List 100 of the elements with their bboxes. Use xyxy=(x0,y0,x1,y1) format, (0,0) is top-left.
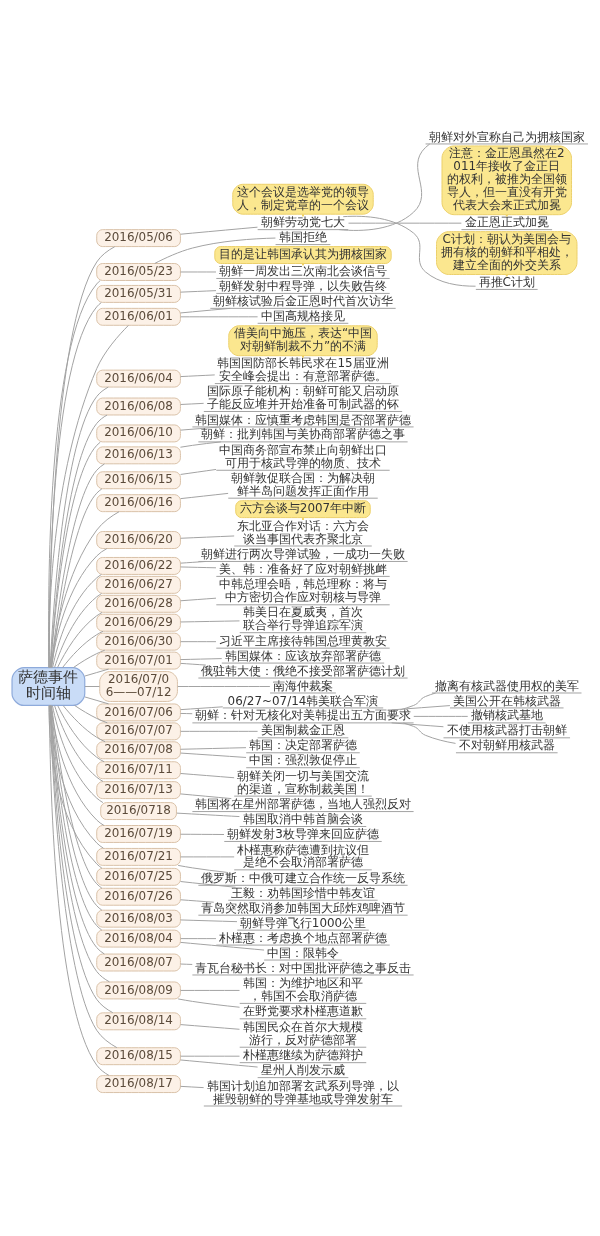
connector xyxy=(180,565,217,568)
node-box: 2016/07/11 xyxy=(96,760,181,779)
connector xyxy=(51,704,104,803)
node-box: 2016/07/26 xyxy=(96,887,181,906)
node-box: 2016/07/08 xyxy=(96,740,181,759)
node-box: 2016/06/16 xyxy=(96,493,181,512)
node-box: 六方会谈与2007年中断 xyxy=(235,499,371,518)
connector xyxy=(180,315,259,317)
connector xyxy=(180,619,240,622)
connector xyxy=(413,715,469,717)
node-box: 2016/07/06——07/12 xyxy=(99,670,178,702)
connector xyxy=(180,402,205,405)
node-text: 韩国计划追加部署玄武系列导弹，以摧毁朝鲜的导弹基地或导弹发射车 xyxy=(206,1078,399,1106)
node-box: 2016/06/30 xyxy=(96,632,181,651)
connector xyxy=(50,462,105,668)
node-text: 撤离有核武器使用权的美军 xyxy=(434,678,579,693)
connector xyxy=(391,704,451,710)
connector xyxy=(50,510,120,668)
node-text: 中韩总理会晤，韩总理称：将与中方密切合作应对朝核与导弹 xyxy=(218,576,387,604)
node-text: 朝鲜关闭一切与美国交流的渠道，宣称制裁美国！ xyxy=(236,768,369,796)
node-box: 2016/07/06 xyxy=(96,702,181,721)
node-box: 2016/06/20 xyxy=(96,530,181,549)
node-text: 韩国国防部长韩民求在15届亚洲安全峰会提出：有意部署萨德。 xyxy=(217,355,389,383)
node-box: 2016/07/07 xyxy=(96,721,181,740)
connector xyxy=(180,705,224,710)
node-box: 2016/06/28 xyxy=(96,594,181,613)
node-text: 美国制裁金正恩 xyxy=(260,722,345,737)
node-box: 2016/07/01 xyxy=(96,651,181,670)
node-text: 韩国：决定部署萨德 xyxy=(248,737,357,752)
connector xyxy=(48,704,103,869)
node-box: 2016/08/03 xyxy=(96,909,181,928)
node-text: 不使用核武器打击朝鲜 xyxy=(446,722,567,737)
connector xyxy=(180,1085,205,1088)
node-text: 朝鲜发射中程导弹，以失败告终 xyxy=(218,278,387,293)
node-text: 朝鲜：批判韩国与美协商部署萨德之事 xyxy=(200,426,405,441)
node-text: 朝鲜劳动党七大 xyxy=(260,214,345,229)
connector xyxy=(180,1023,240,1030)
node-box: 2016/08/17 xyxy=(96,1074,181,1093)
node-box: 2016/05/06 xyxy=(96,228,181,247)
node-text: 朝鲜进行两次导弹试验，一成功一失败 xyxy=(200,546,405,561)
connector xyxy=(51,487,103,668)
connector xyxy=(49,704,110,982)
connector xyxy=(180,937,217,939)
connector xyxy=(50,704,105,826)
connector xyxy=(180,271,217,272)
node-text: 韩国：为维护地区和平，韩国不会取消萨德 xyxy=(242,975,363,1003)
connector xyxy=(180,730,259,732)
node-text: 朝鲜敦促联合国：为解决朝鲜半岛问题发挥正面作用 xyxy=(230,470,375,498)
connector xyxy=(180,425,221,431)
node-text: 撤销核武基地 xyxy=(470,707,543,722)
connector xyxy=(180,468,217,475)
connector xyxy=(84,668,110,677)
node-box: 2016/0718 xyxy=(100,801,177,820)
connector xyxy=(180,989,240,991)
connector xyxy=(180,534,235,539)
connector xyxy=(180,492,229,499)
connector xyxy=(180,1055,240,1057)
node-box: 2016/07/21 xyxy=(96,847,181,866)
connector xyxy=(62,630,104,668)
node-text: 朝鲜一周发出三次南北会谈信号 xyxy=(218,263,387,278)
node-text: 再推C计划 xyxy=(478,274,535,289)
connector xyxy=(179,440,222,448)
node-text: 中国商务部宣布禁止向朝鲜出口可用于核武导弹的物质、技术 xyxy=(218,442,387,470)
node-text: 朴槿惠：考虑换个地点部署萨德 xyxy=(218,930,387,945)
connector xyxy=(180,373,216,377)
node-text: 中国：强烈敦促停止 xyxy=(248,752,357,767)
connector xyxy=(180,226,258,235)
node-box: 2016/08/07 xyxy=(96,953,181,971)
node-box: 2016/07/25 xyxy=(96,867,181,886)
node-box: 2016/06/29 xyxy=(96,613,181,632)
node-text: 青瓦台秘书长：对中国批评萨德之事反击 xyxy=(194,960,411,975)
connector xyxy=(52,573,102,668)
node-text: 国际原子能机构：朝鲜可能又启动原子能反应堆并开始准备可制武器的钚 xyxy=(206,383,399,411)
connector xyxy=(180,597,217,601)
connector xyxy=(177,997,241,1008)
connector xyxy=(338,142,431,231)
node-text: 中国高规格接见 xyxy=(260,308,345,323)
node-text: 不对朝鲜用核武器 xyxy=(458,737,555,752)
connector xyxy=(180,941,265,951)
node-text: 韩国民众在首尔大规模游行，反对萨德部署 xyxy=(242,1019,363,1047)
connector xyxy=(54,704,104,782)
connector xyxy=(50,441,101,668)
connector xyxy=(180,855,235,857)
connector xyxy=(180,833,225,835)
connector xyxy=(399,692,437,710)
connector xyxy=(180,560,207,564)
connector xyxy=(176,812,240,817)
node-text: 朴槿惠继续为萨德辩护 xyxy=(242,1047,363,1062)
connector xyxy=(57,611,103,668)
connector xyxy=(180,640,217,642)
connector xyxy=(62,704,106,742)
connector xyxy=(180,772,235,778)
connector xyxy=(49,704,114,1013)
node-text: 中国：限韩令 xyxy=(266,945,339,960)
connector xyxy=(391,721,444,727)
node-box: 2016/06/22 xyxy=(96,556,181,575)
node-text: 朝鲜核试验后金正恩时代首次访华 xyxy=(212,293,393,308)
node-text: 美、韩：准备好了应对朝鲜挑衅 xyxy=(218,561,387,576)
node-box: 2016/07/13 xyxy=(96,780,181,799)
node-box: 2016/08/09 xyxy=(96,980,181,999)
